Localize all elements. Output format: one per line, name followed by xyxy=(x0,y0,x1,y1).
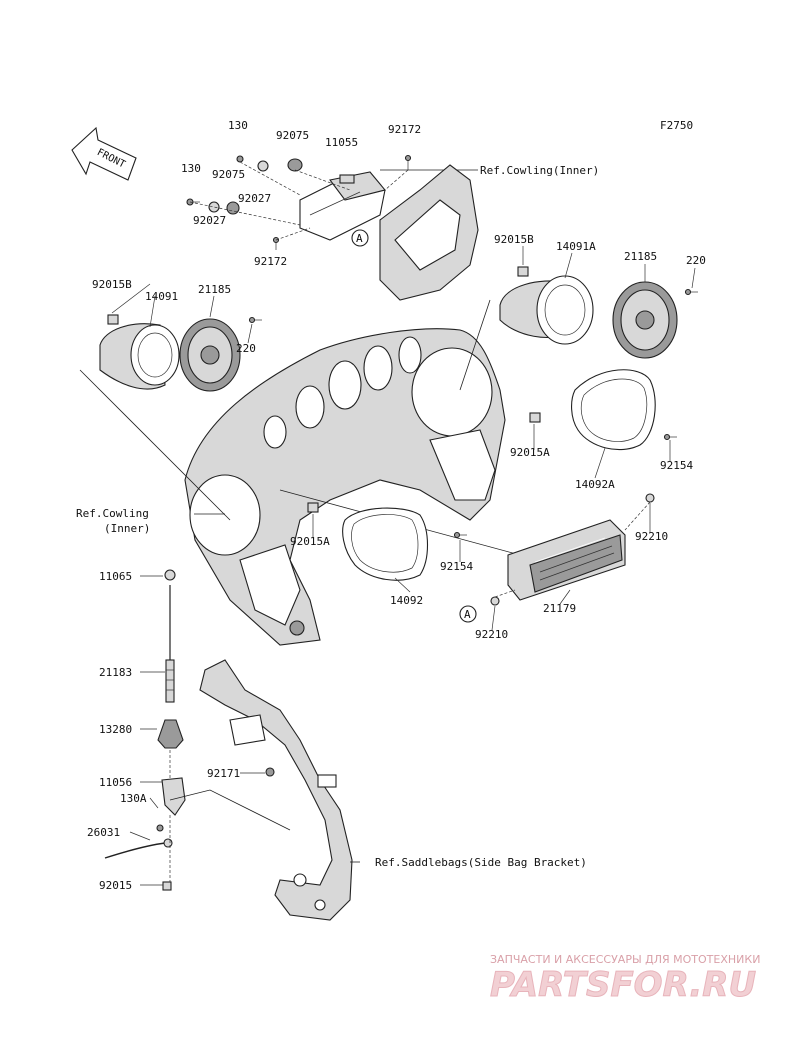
label-92075-a: 92075 xyxy=(276,129,309,142)
ref-cowling-inner-left-line1: Ref.Cowling xyxy=(76,507,149,520)
bracket-assembly xyxy=(186,154,478,250)
figure-code: F2750 xyxy=(660,119,693,132)
collar-92075-a-icon xyxy=(287,158,303,172)
cushion-92015a-right-icon xyxy=(529,412,541,423)
collar-92075-b-icon xyxy=(226,201,240,215)
label-220-right: 220 xyxy=(686,254,706,267)
watermark-brand: PARTSFOR.RU xyxy=(490,965,756,1005)
watermark-tagline: ЗАПЧАСТИ И АКСЕССУАРЫ ДЛЯ МОТОТЕХНИКИ xyxy=(490,953,760,966)
bolt-130a-icon xyxy=(156,824,164,832)
grommet-92027-b-icon xyxy=(208,201,220,213)
label-21185-left: 21185 xyxy=(198,283,231,296)
screw-92154-left-icon xyxy=(453,531,467,539)
side-bag-bracket xyxy=(169,659,353,921)
bolt-130-top-icon xyxy=(236,155,244,163)
label-92015: 92015 xyxy=(99,879,132,892)
label-92015a-left: 92015A xyxy=(290,535,330,548)
label-14091a: 14091A xyxy=(556,240,596,253)
right-speaker-assembly xyxy=(499,266,698,359)
left-lower-grille-assembly xyxy=(307,502,467,581)
label-14092: 14092 xyxy=(390,594,423,607)
mount-11056-icon xyxy=(161,777,186,816)
cushion-92015a-left-icon xyxy=(307,502,319,513)
label-26031: 26031 xyxy=(87,826,120,839)
label-92015a-right: 92015A xyxy=(510,446,550,459)
grille-14092-icon xyxy=(342,507,428,581)
label-92015b-left: 92015B xyxy=(92,278,132,291)
bracket-11055-icon xyxy=(299,171,386,241)
bolt-92171-icon xyxy=(265,767,275,777)
speaker-grille-14091a-icon xyxy=(499,275,594,345)
callout-a-top: A xyxy=(351,229,369,247)
main-fairing xyxy=(184,328,506,646)
label-92171: 92171 xyxy=(207,767,240,780)
label-92210-left: 92210 xyxy=(475,628,508,641)
label-130a: 130A xyxy=(120,792,147,805)
left-speaker-assembly xyxy=(99,314,262,392)
label-11056: 11056 xyxy=(99,776,132,789)
audio-unit-21179-icon xyxy=(507,519,626,601)
label-92027-b: 92027 xyxy=(193,214,226,227)
label-92210-right: 92210 xyxy=(635,530,668,543)
label-92154-left: 92154 xyxy=(440,560,473,573)
screw-220-right-icon xyxy=(684,288,698,296)
base-13280-icon xyxy=(157,719,184,749)
cap-11065-icon xyxy=(164,569,176,581)
inner-cowling-fragment xyxy=(379,164,479,301)
speaker-21185-right-icon xyxy=(612,281,678,359)
label-92015b-right: 92015B xyxy=(494,233,534,246)
label-92172-top: 92172 xyxy=(388,123,421,136)
antenna-21183-icon xyxy=(165,585,175,703)
right-lower-grille-assembly xyxy=(529,369,677,451)
antenna-assembly xyxy=(104,569,186,891)
label-21185-right: 21185 xyxy=(624,250,657,263)
bolt-130-left-icon xyxy=(186,198,200,206)
grille-14092a-icon xyxy=(571,369,656,451)
label-21183: 21183 xyxy=(99,666,132,679)
label-92154-right: 92154 xyxy=(660,459,693,472)
cable-26031-icon xyxy=(104,838,173,859)
label-11065: 11065 xyxy=(99,570,132,583)
front-arrow-icon: FRONT xyxy=(71,126,137,181)
label-14091: 14091 xyxy=(145,290,178,303)
ref-cowling-inner-top: Ref.Cowling(Inner) xyxy=(480,164,599,177)
svg-text:A: A xyxy=(464,608,471,621)
cushion-92015b-left-icon xyxy=(107,314,119,325)
ref-cowling-inner-left-line2: (Inner) xyxy=(104,522,150,535)
ref-saddlebags: Ref.Saddlebags(Side Bag Bracket) xyxy=(375,856,587,869)
screw-220-left-icon xyxy=(248,316,262,324)
grommet-92027-a-icon xyxy=(257,160,269,172)
watermark: ЗАПЧАСТИ И АКСЕССУАРЫ ДЛЯ МОТОТЕХНИКИ PA… xyxy=(490,953,761,1006)
label-130-left: 130 xyxy=(181,162,201,175)
screw-92210-right-icon xyxy=(645,493,655,503)
speaker-grille-14091-icon xyxy=(99,323,180,390)
label-92075-b: 92075 xyxy=(212,168,245,181)
label-92172-bot: 92172 xyxy=(254,255,287,268)
screw-92154-right-icon xyxy=(663,433,677,441)
callout-a-bottom: A xyxy=(459,605,477,623)
screw-92172-top-icon xyxy=(404,154,412,170)
label-11055: 11055 xyxy=(325,136,358,149)
label-130-top: 130 xyxy=(228,119,248,132)
label-21179: 21179 xyxy=(543,602,576,615)
cushion-92015b-right-icon xyxy=(517,266,529,277)
svg-text:A: A xyxy=(356,232,363,245)
part-labels: 130 130 92075 92075 11055 92172 92172 92… xyxy=(87,119,706,892)
speaker-21185-left-icon xyxy=(179,318,241,392)
label-220-left: 220 xyxy=(236,342,256,355)
label-92027-a: 92027 xyxy=(238,192,271,205)
label-14092a: 14092A xyxy=(575,478,615,491)
label-13280: 13280 xyxy=(99,723,132,736)
nut-92015-icon xyxy=(162,881,172,891)
screw-92210-left-icon xyxy=(490,596,500,606)
